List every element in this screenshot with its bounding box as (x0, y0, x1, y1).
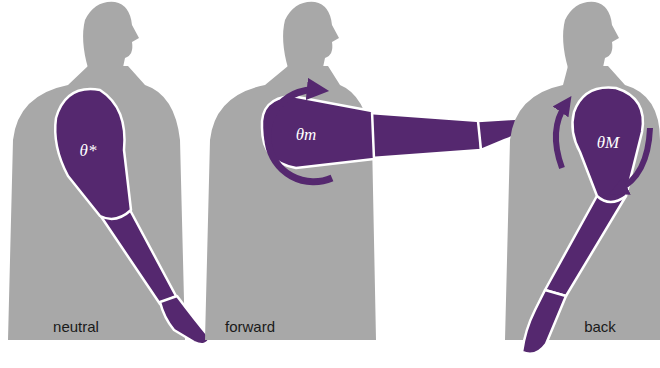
angle-label: θ* (80, 142, 97, 159)
angle-label: θM (597, 134, 620, 151)
forward-figure (205, 2, 525, 340)
neutral-figure (8, 2, 210, 344)
pose-caption: forward (225, 319, 275, 334)
pose-caption: neutral (53, 319, 99, 334)
back-figure (505, 2, 660, 354)
angle-label: θm (296, 126, 317, 143)
pose-caption: back (584, 319, 616, 334)
